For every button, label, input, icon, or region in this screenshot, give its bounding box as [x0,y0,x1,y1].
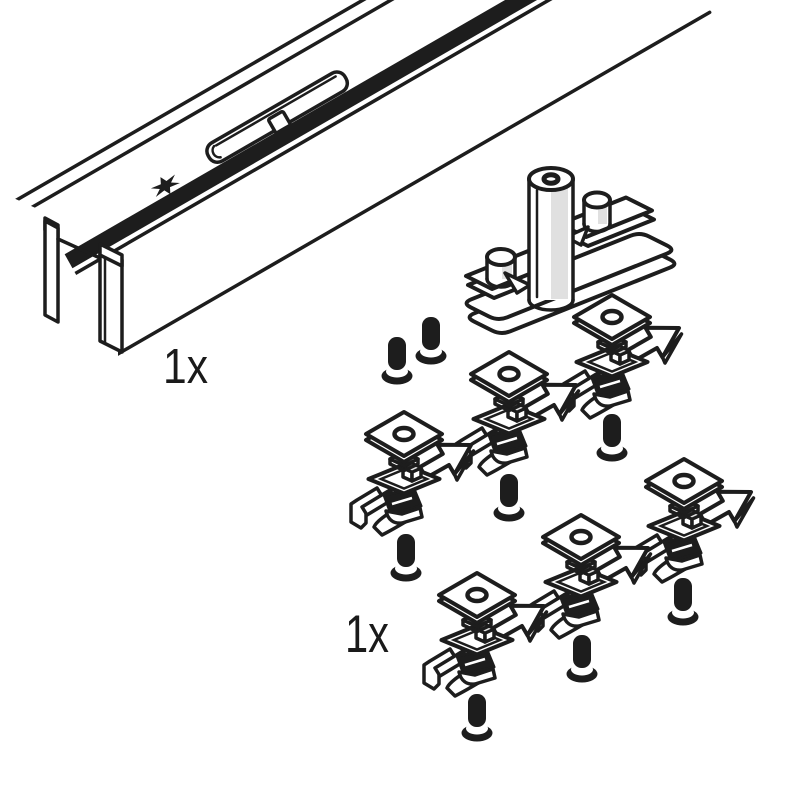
clip-assembly [456,352,579,475]
screw [390,534,422,582]
screw [415,317,447,365]
rail-quantity-label: 1x [163,340,208,394]
screw [667,578,699,626]
clip-assembly [528,515,651,638]
rail-profile-illustration [0,0,712,400]
torx-screw-icon [150,174,180,197]
clips-group [351,295,754,696]
left-pin-top [485,247,517,267]
clip-assembly [424,573,547,696]
cylinder-base [527,298,575,312]
right-pin [582,190,612,234]
clip-assembly [631,459,754,582]
rail-end-back-leg [43,219,60,324]
rail-slot-inner-line [214,75,337,147]
right-pin-top [582,190,612,210]
rail-end-floor-line [56,237,102,260]
cylinder-hole [541,172,561,186]
clip-assembly [559,295,682,418]
rail-front-bottom-edge [101,10,712,365]
rail-front-top-line [56,0,666,286]
screw [461,694,493,742]
screw [493,474,525,522]
rail-rim-line [16,0,627,217]
screw [596,414,628,462]
left-pin-gusset [503,271,532,295]
rail-body [9,0,712,365]
rail-end-lip-face [98,242,124,268]
rail-top-edge [9,0,620,205]
hardware-quantity-label: 1x [345,605,389,664]
bracket-illustration [464,166,677,335]
clip-assembly [351,412,474,535]
screw [566,635,598,683]
center-pin-cylinder [527,166,575,312]
rail-slot-end-line [211,144,222,159]
screw [381,337,413,385]
rail-stripe [46,0,662,279]
